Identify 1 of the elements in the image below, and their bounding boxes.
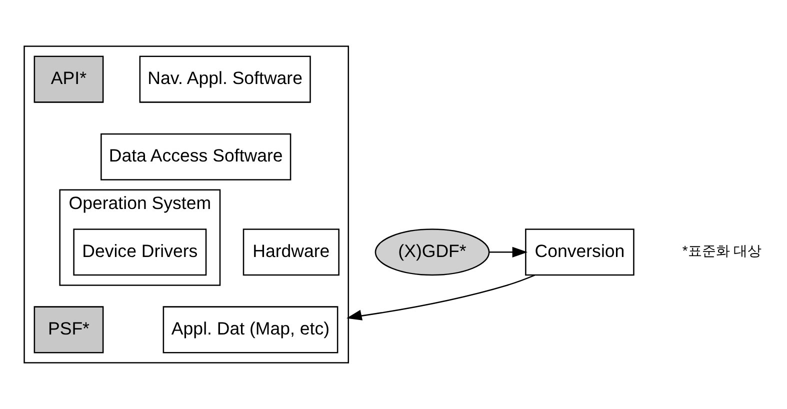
label: *표준화 대상 — [682, 242, 762, 259]
